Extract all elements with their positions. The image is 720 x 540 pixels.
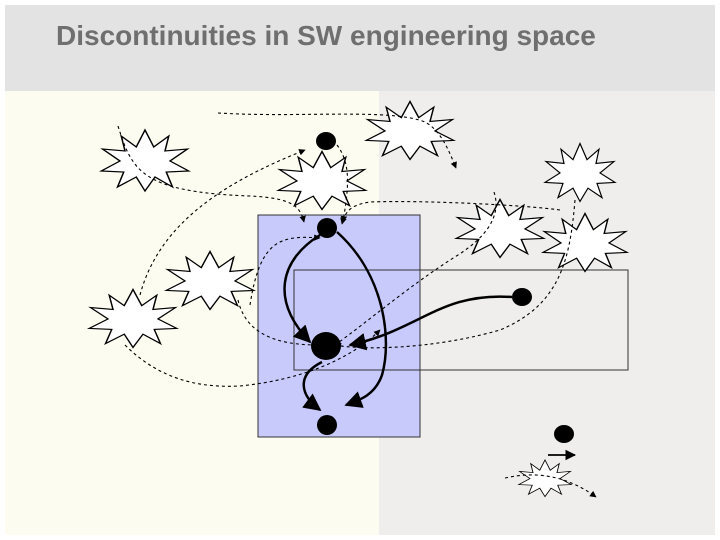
node-icon: [317, 415, 337, 435]
blue-box: [257, 214, 421, 438]
title-bar: [5, 5, 715, 91]
node-icon: [317, 218, 337, 238]
solid-arrows: [283, 231, 577, 461]
solid-arrow: [336, 231, 388, 408]
dashed-arrow: [237, 299, 319, 349]
dashed-arrow: [124, 329, 381, 387]
node-icon: [311, 332, 341, 360]
dashed-arrow: [249, 234, 321, 306]
solid-arrow: [302, 360, 323, 412]
solid-arrow: [283, 233, 321, 344]
right-region: [379, 91, 715, 535]
dashed-arrow: [334, 191, 497, 346]
node-icon: [512, 288, 532, 306]
nodes: [311, 132, 574, 443]
node-icon: [316, 132, 336, 150]
dashed-arrow: [334, 199, 576, 350]
dashed-arrow: [117, 125, 306, 223]
dashed-arrow: [139, 149, 306, 296]
solid-arrow: [348, 295, 513, 351]
dashed-arrows: [117, 112, 597, 498]
slide-title: Discontinuities in SW engineering space: [56, 20, 596, 51]
node-icon: [554, 425, 574, 443]
dashed-arrow: [336, 144, 349, 223]
dashed-arrow: [504, 474, 597, 498]
